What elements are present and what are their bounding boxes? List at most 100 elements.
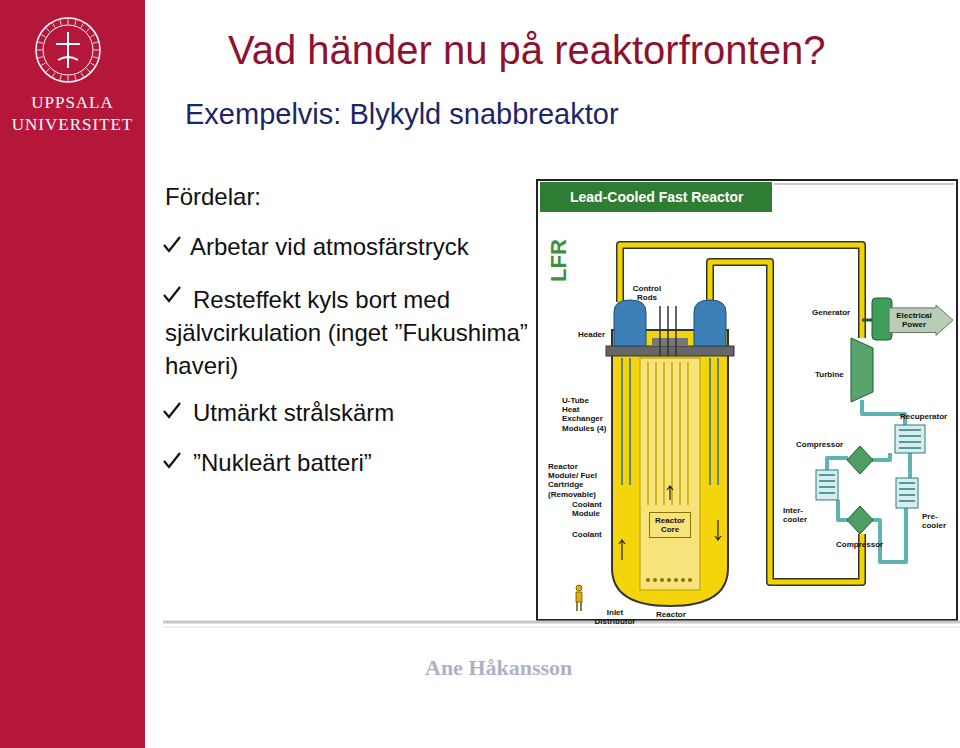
person-body	[576, 592, 582, 602]
seal-mark	[94, 50, 99, 51]
university-band: UPPSALA UNIVERSITET	[0, 0, 145, 748]
part-label: Reactor Module/ Fuel Cartridge (Removabl…	[548, 462, 608, 499]
university-seal	[0, 0, 145, 90]
coil	[819, 475, 835, 493]
fuel-tube	[655, 362, 657, 505]
distributor-hole	[674, 578, 678, 582]
seal-mark	[86, 68, 90, 72]
fuel-tubes	[648, 362, 688, 505]
pipe	[872, 453, 890, 460]
fuel-cartridge	[640, 358, 700, 590]
distributor-hole	[646, 578, 650, 582]
flange	[606, 346, 734, 356]
seal-ring	[43, 25, 93, 75]
part-label: Generator	[812, 308, 850, 317]
node-text: Electrical Power	[888, 304, 954, 336]
reactor-vessel	[606, 300, 734, 606]
pipe	[862, 400, 905, 425]
shaft	[862, 319, 872, 322]
recuperator-symbol	[895, 425, 925, 453]
pipe	[827, 458, 848, 470]
seal-mark	[75, 20, 76, 25]
check-mark	[164, 403, 180, 417]
coil	[899, 430, 921, 448]
fuel-tube	[647, 362, 649, 505]
university-band	[0, 0, 145, 748]
author: Ane Håkansson	[425, 655, 572, 681]
inlet-distributor	[646, 578, 692, 582]
lead-pipes	[620, 245, 862, 582]
pipe	[838, 500, 848, 520]
part-label: Control Rods	[627, 284, 667, 302]
compressor-symbol	[847, 446, 873, 474]
slide-title: Vad händer nu på reaktorfronten?	[228, 28, 825, 73]
turbine-symbol	[851, 338, 873, 402]
seal-mark	[81, 73, 84, 77]
check-mark	[164, 453, 180, 467]
seal-ring	[36, 18, 100, 82]
bullet-text: Resteffekt kyls bort med självcirkulatio…	[165, 283, 530, 382]
power-arrow: Electrical Power	[888, 304, 954, 336]
node-text: UPPSALA UNIVERSITET	[0, 0, 145, 136]
node-text: Lead-Cooled Fast Reactor	[540, 182, 772, 212]
node-text: Reactor Core	[650, 513, 690, 537]
part-label: Recuperator	[900, 412, 947, 421]
seal-mark	[86, 28, 90, 32]
seal-mark	[37, 50, 42, 51]
pipe	[872, 508, 906, 562]
part-label: Turbine	[815, 370, 844, 379]
seal-mark	[38, 42, 43, 43]
seal-mark	[38, 57, 43, 58]
header-dome	[614, 300, 646, 346]
seal-mark	[68, 76, 69, 81]
logo-text: LFR	[546, 239, 572, 282]
seal-mark	[41, 63, 45, 66]
part-label: Header	[578, 330, 605, 339]
footer-rule	[163, 621, 960, 624]
distributor-hole	[660, 578, 664, 582]
distributor-hole	[688, 578, 692, 582]
seal-mark	[46, 28, 50, 32]
seal-mark	[91, 63, 95, 66]
seal-mark	[93, 42, 98, 43]
part-label: Inter-cooler	[783, 506, 813, 524]
bullet-text: Arbetar vid atmosfärstryck	[190, 233, 469, 262]
seal-mark	[81, 23, 84, 27]
distributor-hole	[653, 578, 657, 582]
intercooler-symbol	[816, 470, 838, 500]
seal-emblem	[56, 32, 80, 68]
top-plate	[652, 338, 688, 346]
part-label: Reactor	[656, 610, 686, 619]
person-legs	[577, 602, 581, 611]
part-label: Coolant	[572, 530, 602, 539]
seal-mark	[53, 73, 56, 77]
seal-mark	[41, 35, 45, 38]
seal-mark	[93, 57, 98, 58]
title-band: Lead-Cooled Fast Reactor	[540, 182, 772, 212]
check-mark	[164, 237, 180, 251]
part-label: Compressor	[836, 540, 883, 549]
seal-mark	[75, 75, 76, 80]
diagram-frame	[537, 180, 957, 620]
part-label: Compressor	[796, 440, 843, 449]
arrow-shape	[889, 305, 953, 335]
coil	[899, 483, 915, 501]
seal-mark	[91, 35, 95, 38]
reactor-core-box: Reactor Core	[649, 512, 691, 538]
fuel-tube	[671, 362, 673, 505]
pipe	[908, 453, 912, 478]
compressor-symbol	[847, 506, 873, 534]
fuel-tube	[679, 362, 681, 505]
fuel-tube	[687, 362, 689, 505]
fuel-tube	[663, 362, 665, 505]
person-head	[576, 585, 582, 591]
subtitle: Exempelvis: Blykyld snabbreaktor	[185, 97, 619, 132]
vessel	[612, 330, 728, 606]
seal-mark	[68, 19, 69, 24]
bullet-text: ”Nukleärt batteri”	[193, 449, 372, 478]
seal-mark	[60, 20, 61, 25]
footer-rule	[163, 627, 960, 628]
precooler-symbol	[896, 478, 918, 508]
distributor-hole	[667, 578, 671, 582]
seal-mark	[60, 75, 61, 80]
